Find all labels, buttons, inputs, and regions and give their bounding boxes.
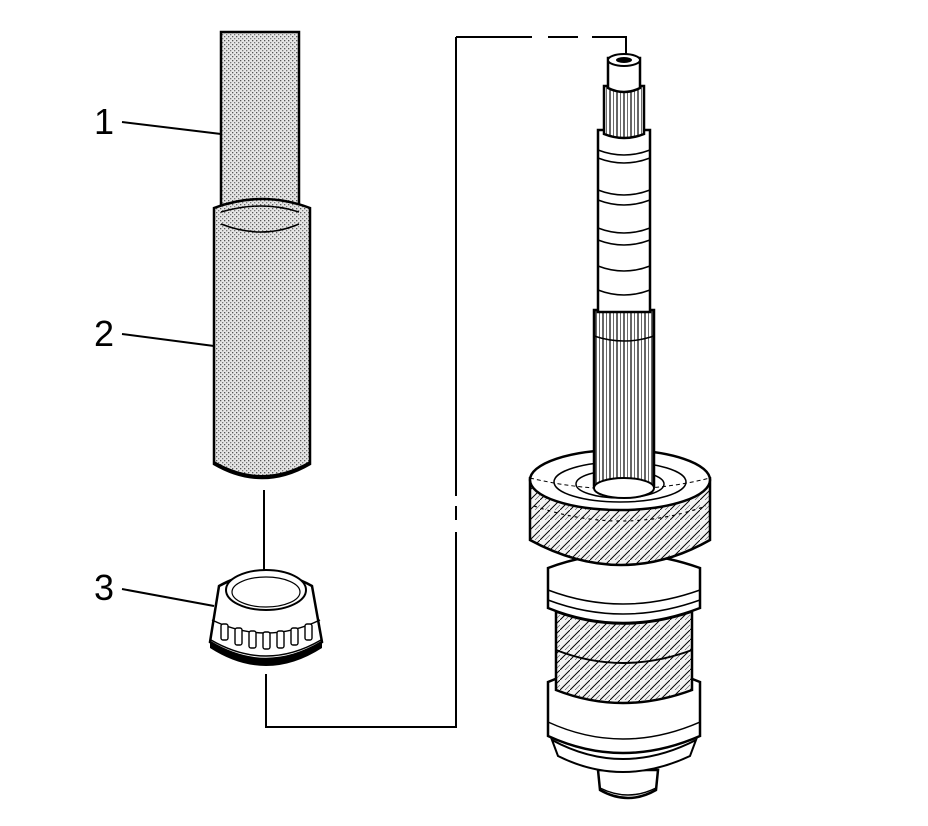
shaft-nose [602,53,646,140]
tapered-roller-bearing [208,569,324,666]
bearing-installer [212,197,312,480]
splined-section [592,308,656,499]
callout-2: 2 [94,313,114,354]
synchronizer-ring [546,552,702,625]
assembly-connection-line [265,36,627,728]
callout-3: 3 [94,567,114,608]
shaft-journals [596,128,652,314]
callout-1: 1 [94,101,114,142]
mainshaft-assembly [528,53,712,800]
callout-leaders [121,121,222,607]
